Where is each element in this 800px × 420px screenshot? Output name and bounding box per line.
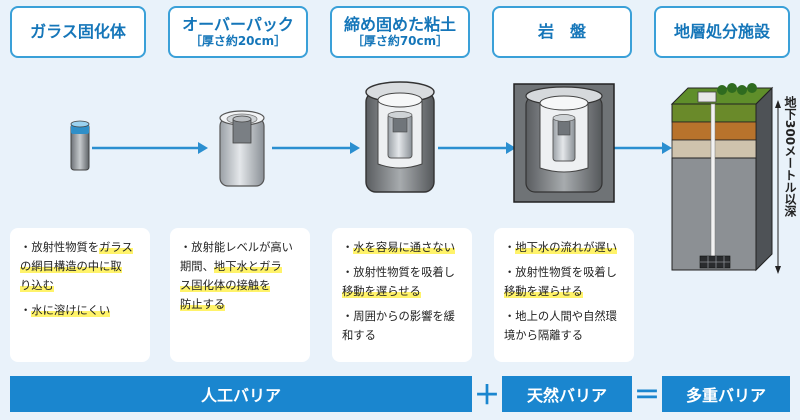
card-text-line: ・水を容易に通さない <box>342 238 464 257</box>
header-bedrock: 岩 盤 <box>492 6 632 58</box>
card-text-line: ・放射性物質を吸着し <box>342 263 464 282</box>
card-text: 期間、 <box>180 260 214 273</box>
highlighted-text: 地下水とガラ <box>213 260 282 273</box>
header-subtitle: ［厚さ約20cm］ <box>189 33 287 48</box>
header-clay: 締め固めた粘土 ［厚さ約70cm］ <box>330 6 470 58</box>
card-text: ・ <box>504 241 516 254</box>
card-text-line: ・放射性物質を吸着し <box>504 263 626 282</box>
highlighted-text: 地下水の流れが遅い <box>515 241 617 254</box>
clay-buffer-icon <box>365 81 435 193</box>
header-title: 地層処分施設 <box>673 22 770 41</box>
disposal-facility-icon <box>670 83 781 274</box>
card-bedrock: ・地下水の流れが遅い・放射性物質を吸着し移動を遅らせる・地上の人間や自然環境から… <box>494 228 634 362</box>
highlighted-text: 移動を遅らせる <box>342 285 421 298</box>
header-title: オーバーパック <box>182 14 294 34</box>
card-text-line: 和する <box>342 326 464 345</box>
flow-arrows <box>92 142 672 154</box>
card-text: 和する <box>342 329 376 342</box>
card-text: ・地上の人間や自然環 <box>504 310 617 323</box>
card-text: ・周囲からの影響を緩 <box>342 310 455 323</box>
card-text-line: 移動を遅らせる <box>342 282 464 301</box>
card-text: 境から隔離する <box>504 329 584 342</box>
card-text-line: ス固化体の接触を <box>180 276 302 295</box>
depth-label: 地下300メートル以深 <box>783 96 797 218</box>
bedrock-icon <box>513 83 615 203</box>
natural-barrier-label: 天然バリア <box>526 386 607 405</box>
header-title: ガラス固化体 <box>30 22 126 41</box>
header-overpack: オーバーパック ［厚さ約20cm］ <box>168 6 308 58</box>
card-text-line: ・周囲からの影響を緩 <box>342 307 464 326</box>
header-facility: 地層処分施設 <box>654 6 790 58</box>
card-text-line: 防止する <box>180 295 302 314</box>
card-overpack: ・放射能レベルが高い期間、地下水とガラス固化体の接触を防止する <box>170 228 310 362</box>
card-clay: ・水を容易に通さない・放射性物質を吸着し移動を遅らせる・周囲からの影響を緩和する <box>332 228 472 362</box>
highlighted-text: 水を容易に通さない <box>353 241 455 254</box>
highlighted-text: 移動を遅らせる <box>504 285 583 298</box>
card-text: 放射性物質を <box>31 241 100 254</box>
card-text: ・ <box>20 304 32 317</box>
card-text-line: 移動を遅らせる <box>504 282 626 301</box>
artificial-barrier-label: 人工バリア <box>200 386 281 405</box>
card-text-line: ・地下水の流れが遅い <box>504 238 626 257</box>
header-glass: ガラス固化体 <box>10 6 146 58</box>
card-glass: ・放射性物質をガラスの網目構造の中に取り込む・水に溶けにくい <box>10 228 150 362</box>
highlighted-text: 防止する <box>180 298 226 311</box>
card-text: ・放射性物質を吸着し <box>504 266 617 279</box>
card-text-line: ・放射能レベルが高い <box>180 238 302 257</box>
header-title: 締め固めた粘土 <box>343 14 456 34</box>
highlighted-text: 水に溶けにくい <box>31 304 111 317</box>
header-subtitle: ［厚さ約70cm］ <box>351 33 449 48</box>
card-text-line: ・水に溶けにくい <box>20 301 142 320</box>
plus-sign: ＋ <box>473 380 500 411</box>
header-title: 岩 盤 <box>537 22 586 41</box>
card-text-line: り込む <box>20 276 142 295</box>
equals-sign: ＝ <box>633 380 660 411</box>
highlighted-text: ス固化体の接触を <box>180 279 271 292</box>
overpack-icon <box>219 110 265 187</box>
card-text: ・放射性物質を吸着し <box>342 266 455 279</box>
highlighted-text: り込む <box>20 279 54 292</box>
card-text-line: 境から隔離する <box>504 326 626 345</box>
multi-barrier-label: 多重バリア <box>685 386 766 405</box>
glass-canister-icon <box>70 120 90 171</box>
natural-barrier-bar: 天然バリア <box>502 376 632 412</box>
card-text-line: ・放射性物質をガラス <box>20 238 142 257</box>
card-text-line: の網目構造の中に取 <box>20 257 142 276</box>
highlighted-text: ガラス <box>99 241 133 254</box>
card-text: ・ <box>342 241 354 254</box>
card-text: ・放射能レベルが高い <box>180 241 293 254</box>
card-text-line: 期間、地下水とガラ <box>180 257 302 276</box>
card-text-line: ・地上の人間や自然環 <box>504 307 626 326</box>
highlighted-text: の網目構造の中に取 <box>20 260 122 273</box>
multi-barrier-bar: 多重バリア <box>662 376 790 412</box>
artificial-barrier-bar: 人工バリア <box>10 376 472 412</box>
card-text: ・ <box>20 241 32 254</box>
